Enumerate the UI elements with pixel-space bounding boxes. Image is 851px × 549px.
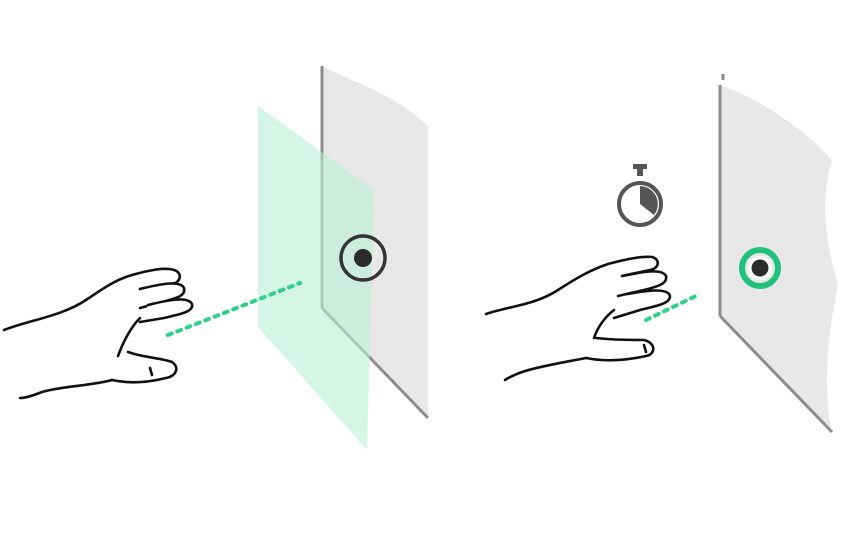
panel-right-bottom-edge <box>718 314 834 434</box>
button-core <box>354 249 372 267</box>
button-ring-active <box>739 247 781 289</box>
hand-icon <box>2 267 194 400</box>
button-ring-idle <box>339 234 387 282</box>
scene-right <box>484 74 838 434</box>
button-core-active <box>751 259 769 277</box>
pointer-ray-left <box>166 281 302 337</box>
stopwatch-icon <box>617 164 663 227</box>
hand-icon-right <box>484 255 672 382</box>
pointer-ray-right <box>644 292 702 322</box>
panel-right <box>720 85 838 432</box>
hover-plane <box>258 106 374 450</box>
scene-left <box>2 66 430 450</box>
